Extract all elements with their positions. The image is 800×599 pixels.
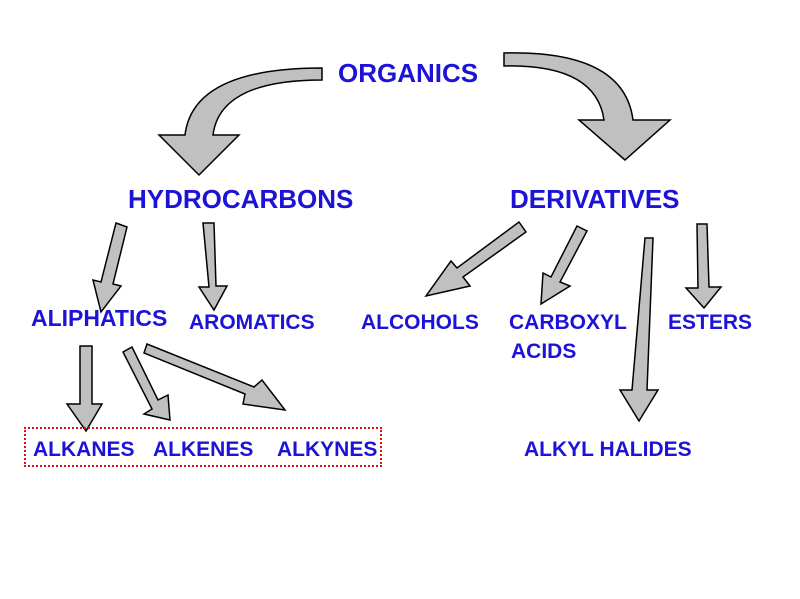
arrow-hydrocarbons-to-aliphatics: [91, 222, 128, 314]
node-organics: ORGANICS: [338, 58, 479, 88]
node-alkanes: ALKANES: [33, 438, 135, 461]
curved-arrow-to-hydrocarbons: [157, 67, 323, 177]
arrow-aliphatics-to-alkanes: [65, 345, 104, 433]
hydrocarbon-families-highlight: [24, 427, 382, 467]
node-derivatives: DERIVATIVES: [510, 184, 680, 214]
node-carboxyl-line1: CARBOXYL: [509, 311, 627, 334]
node-aliphatics: ALIPHATICS: [31, 305, 168, 331]
arrow-derivatives-to-esters: [684, 223, 723, 310]
node-carboxyl-line2: ACIDS: [511, 340, 577, 363]
arrow-derivatives-to-alkyl-halides: [618, 237, 660, 423]
node-alkenes: ALKENES: [153, 438, 254, 461]
arrow-derivatives-to-carboxyl-acids: [540, 224, 589, 306]
arrow-derivatives-to-alcohols: [424, 220, 528, 298]
node-esters: ESTERS: [668, 311, 753, 334]
node-alkyl-halides: ALKYL HALIDES: [524, 438, 692, 461]
curved-arrow-to-derivatives: [503, 52, 672, 161]
arrow-aliphatics-to-alkenes: [122, 345, 171, 421]
arrow-hydrocarbons-to-aromatics: [197, 222, 229, 312]
node-alcohols: ALCOHOLS: [361, 311, 479, 334]
node-alkynes: ALKYNES: [277, 438, 378, 461]
node-hydrocarbons: HYDROCARBONS: [128, 184, 354, 214]
arrow-aliphatics-to-alkynes: [143, 343, 287, 412]
node-aromatics: AROMATICS: [189, 311, 315, 334]
